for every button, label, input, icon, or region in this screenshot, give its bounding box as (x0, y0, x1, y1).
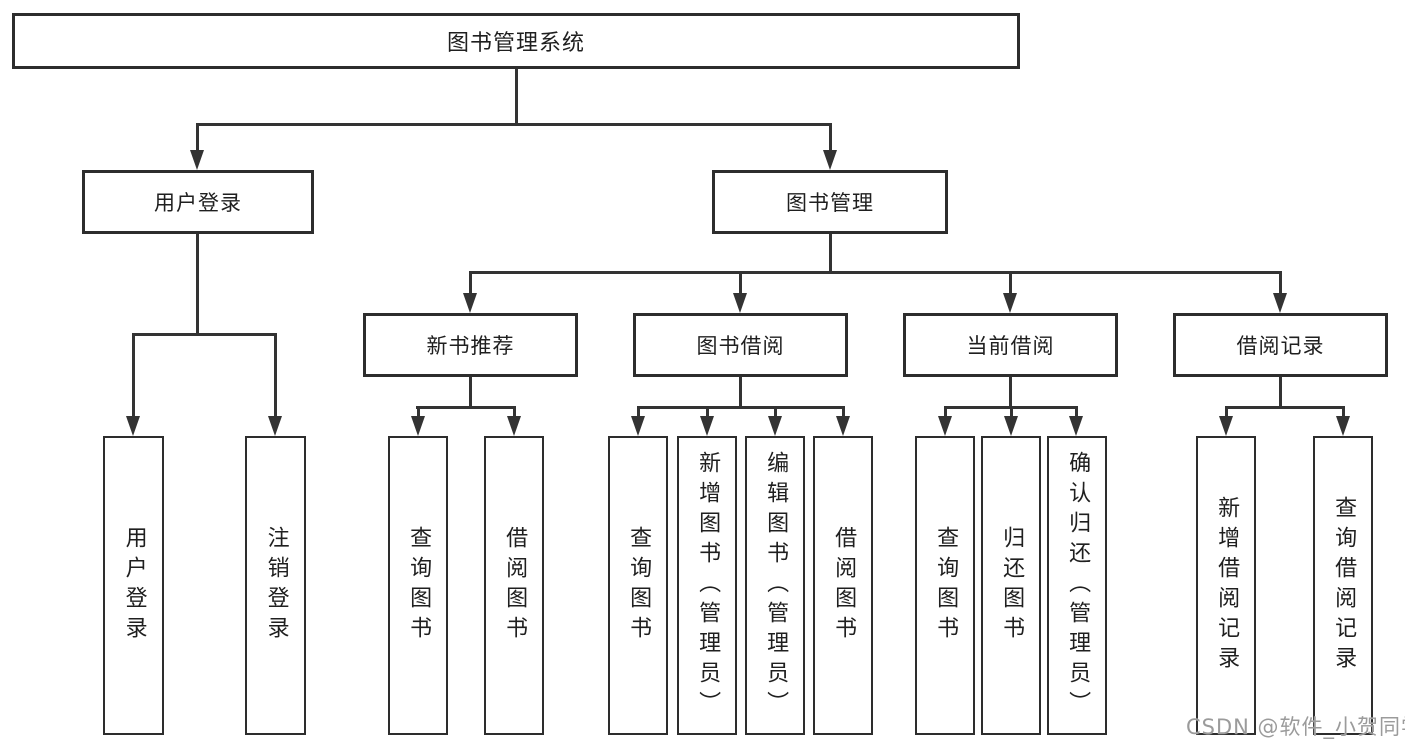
node-current-borrowing: 当前借阅 (903, 313, 1118, 377)
leaf-query-borrow-record-label: 查询借阅记录 (1331, 495, 1357, 676)
node-borrowing-records-label: 借阅记录 (1236, 334, 1325, 358)
leaf-edit-books-admin: 编辑图书（管理员） (745, 436, 805, 735)
arrowhead-query-borrow-record (1336, 416, 1350, 436)
node-book-borrowing-label: 图书借阅 (696, 334, 785, 358)
node-book-borrowing: 图书借阅 (633, 313, 848, 377)
node-user-login: 用户登录 (82, 170, 314, 234)
connector-current-drop-1 (944, 406, 947, 418)
leaf-query-books-1: 查询图书 (388, 436, 448, 735)
connector-root-bar (196, 123, 832, 126)
arrowhead-leaf-logout (268, 416, 282, 436)
connector-recommend-stem (469, 377, 472, 408)
leaf-query-books-2: 查询图书 (608, 436, 668, 735)
connector-borrowing-drop-3 (774, 406, 777, 418)
connector-recommend-drop-1 (417, 406, 420, 418)
arrowhead-borrow-books-2 (836, 416, 850, 436)
leaf-add-books-admin: 新增图书（管理员） (677, 436, 737, 735)
leaf-borrow-books-1-label: 借阅图书 (502, 525, 528, 646)
connector-records-bar (1225, 406, 1344, 409)
arrowhead-query-books-3 (938, 416, 952, 436)
connector-current-drop-3 (1075, 406, 1078, 418)
leaf-confirm-return-admin-label: 确认归还（管理员） (1065, 450, 1091, 721)
arrowhead-book-management (823, 150, 837, 170)
arrowhead-leaf-user-login (126, 416, 140, 436)
arrowhead-query-books-1 (411, 416, 425, 436)
connector-root-right-drop (829, 123, 832, 152)
node-book-management-label: 图书管理 (786, 191, 874, 215)
connector-records-drop-1 (1225, 406, 1228, 418)
leaf-user-login-label: 用户登录 (121, 525, 147, 646)
connector-user-login-stem (196, 234, 199, 335)
connector-book-mgmt-bar (469, 271, 1282, 274)
connector-root-left-drop (196, 123, 199, 152)
connector-root-stem (515, 69, 518, 125)
leaf-borrow-books-1: 借阅图书 (484, 436, 544, 735)
arrowhead-borrowing-records (1273, 293, 1287, 313)
connector-l2-drop-2 (739, 271, 742, 297)
connector-records-stem (1279, 377, 1282, 408)
arrowhead-borrow-books-1 (507, 416, 521, 436)
arrowhead-book-borrowing (733, 293, 747, 313)
arrowhead-add-books-admin (700, 416, 714, 436)
arrowhead-add-borrow-record (1219, 416, 1233, 436)
leaf-logout-label: 注销登录 (263, 525, 289, 646)
leaf-query-books-3: 查询图书 (915, 436, 975, 735)
connector-l2-drop-1 (469, 271, 472, 297)
node-new-book-recommend-label: 新书推荐 (426, 334, 515, 358)
connector-borrowing-drop-4 (842, 406, 845, 418)
node-current-borrowing-label: 当前借阅 (966, 334, 1055, 358)
arrowhead-query-books-2 (631, 416, 645, 436)
leaf-return-books-label: 归还图书 (999, 525, 1025, 646)
leaf-add-borrow-record-label: 新增借阅记录 (1214, 495, 1240, 676)
csdn-watermark: CSDN @软件_小贺同学 (1186, 715, 1405, 739)
connector-records-drop-2 (1342, 406, 1345, 418)
connector-borrowing-stem (739, 377, 742, 408)
leaf-query-borrow-record: 查询借阅记录 (1313, 436, 1373, 735)
node-root-label: 图书管理系统 (446, 31, 585, 56)
leaf-query-books-3-label: 查询图书 (933, 525, 959, 646)
leaf-add-books-admin-label: 新增图书（管理员） (695, 450, 721, 721)
leaf-edit-books-admin-label: 编辑图书（管理员） (763, 450, 789, 721)
node-new-book-recommend: 新书推荐 (363, 313, 578, 377)
connector-recommend-bar (416, 406, 515, 409)
connector-borrowing-bar (637, 406, 845, 409)
connector-user-login-drop-1 (132, 333, 135, 417)
leaf-return-books: 归还图书 (981, 436, 1041, 735)
arrowhead-confirm-return-admin (1069, 416, 1083, 436)
connector-recommend-drop-2 (513, 406, 516, 418)
connector-book-mgmt-stem (829, 234, 832, 273)
arrowhead-current-borrowing (1003, 293, 1017, 313)
leaf-add-borrow-record: 新增借阅记录 (1196, 436, 1256, 735)
node-user-login-label: 用户登录 (154, 191, 242, 215)
connector-l2-drop-4 (1279, 271, 1282, 297)
connector-current-stem (1009, 377, 1012, 408)
connector-current-drop-2 (1010, 406, 1013, 418)
arrowhead-edit-books-admin (768, 416, 782, 436)
leaf-query-books-2-label: 查询图书 (626, 525, 652, 646)
leaf-borrow-books-2: 借阅图书 (813, 436, 873, 735)
leaf-borrow-books-2-label: 借阅图书 (831, 525, 857, 646)
node-root: 图书管理系统 (12, 13, 1020, 69)
leaf-query-books-1-label: 查询图书 (406, 525, 432, 646)
connector-user-login-drop-2 (274, 333, 277, 417)
leaf-confirm-return-admin: 确认归还（管理员） (1047, 436, 1107, 735)
arrowhead-new-book-recommend (463, 293, 477, 313)
node-book-management: 图书管理 (712, 170, 948, 234)
leaf-logout: 注销登录 (245, 436, 306, 735)
connector-user-login-bar (132, 333, 277, 336)
leaf-user-login: 用户登录 (103, 436, 164, 735)
arrowhead-return-books (1004, 416, 1018, 436)
node-borrowing-records: 借阅记录 (1173, 313, 1388, 377)
connector-borrowing-drop-2 (706, 406, 709, 418)
connector-borrowing-drop-1 (637, 406, 640, 418)
arrowhead-user-login (190, 150, 204, 170)
connector-l2-drop-3 (1009, 271, 1012, 297)
